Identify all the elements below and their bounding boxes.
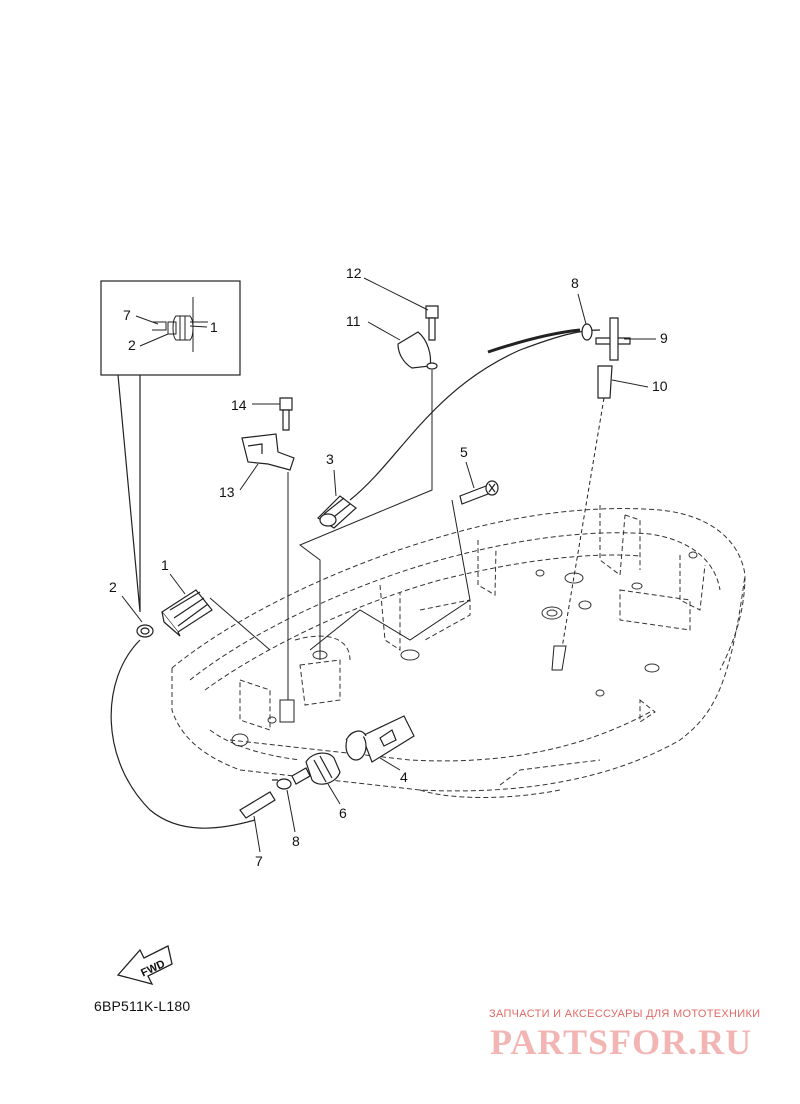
callout-3: 3 — [326, 451, 334, 467]
clip-part-8-bottom — [272, 778, 292, 790]
bolt-part-14 — [279, 397, 293, 431]
clip-part-8-top — [581, 323, 593, 341]
callout-12: 12 — [346, 265, 362, 281]
bracket-part-13 — [241, 433, 295, 471]
hose-part-10 — [597, 365, 613, 399]
fitting-part-6 — [291, 752, 341, 785]
grommet-part-1 — [161, 589, 213, 637]
callout-6: 6 — [339, 805, 347, 821]
callout-14: 14 — [231, 397, 247, 413]
callout-5: 5 — [460, 444, 468, 460]
grommet-part-3 — [317, 495, 357, 529]
callout-2: 2 — [109, 579, 117, 595]
drain-fitting — [551, 645, 567, 671]
callout-13: 13 — [219, 484, 235, 500]
callout-8-top: 8 — [571, 275, 579, 291]
inset-grommet — [152, 297, 208, 352]
callout-11: 11 — [346, 313, 361, 329]
screw-part-5 — [459, 480, 499, 505]
cowling-holes — [231, 551, 698, 747]
inset-callout-2: 2 — [128, 337, 136, 353]
inset-callout-1: 1 — [210, 319, 218, 335]
clamp-part-2 — [136, 624, 154, 638]
callout-10: 10 — [652, 378, 668, 394]
bottom-cowling — [171, 505, 746, 798]
callout-8-bottom: 8 — [292, 833, 300, 849]
bolt-boss — [279, 699, 295, 723]
grommet-part-4 — [345, 715, 415, 763]
callout-9: 9 — [660, 330, 668, 346]
hose-part-7 — [110, 639, 256, 829]
fwd-arrow-icon: FWD — [116, 945, 173, 985]
hose-from-grommet — [349, 329, 601, 501]
inset-callout-7: 7 — [123, 307, 131, 323]
joint-part-9 — [595, 317, 631, 361]
watermark-tagline: ЗАПЧАСТИ И АКСЕССУАРЫ ДЛЯ МОТОТЕХНИКИ — [489, 1008, 761, 1020]
callout-1: 1 — [161, 557, 169, 573]
callout-4: 4 — [400, 769, 408, 785]
bracket-part-11 — [397, 331, 438, 370]
hose-segment-7 — [239, 791, 276, 819]
drawing-code: 6BP511K-L180 — [94, 998, 191, 1014]
bolt-part-12 — [425, 305, 439, 341]
callout-7: 7 — [255, 853, 263, 869]
detail-inset: 7 2 1 — [100, 280, 241, 613]
watermark-brand: PARTSFOR.RU — [490, 1022, 753, 1062]
